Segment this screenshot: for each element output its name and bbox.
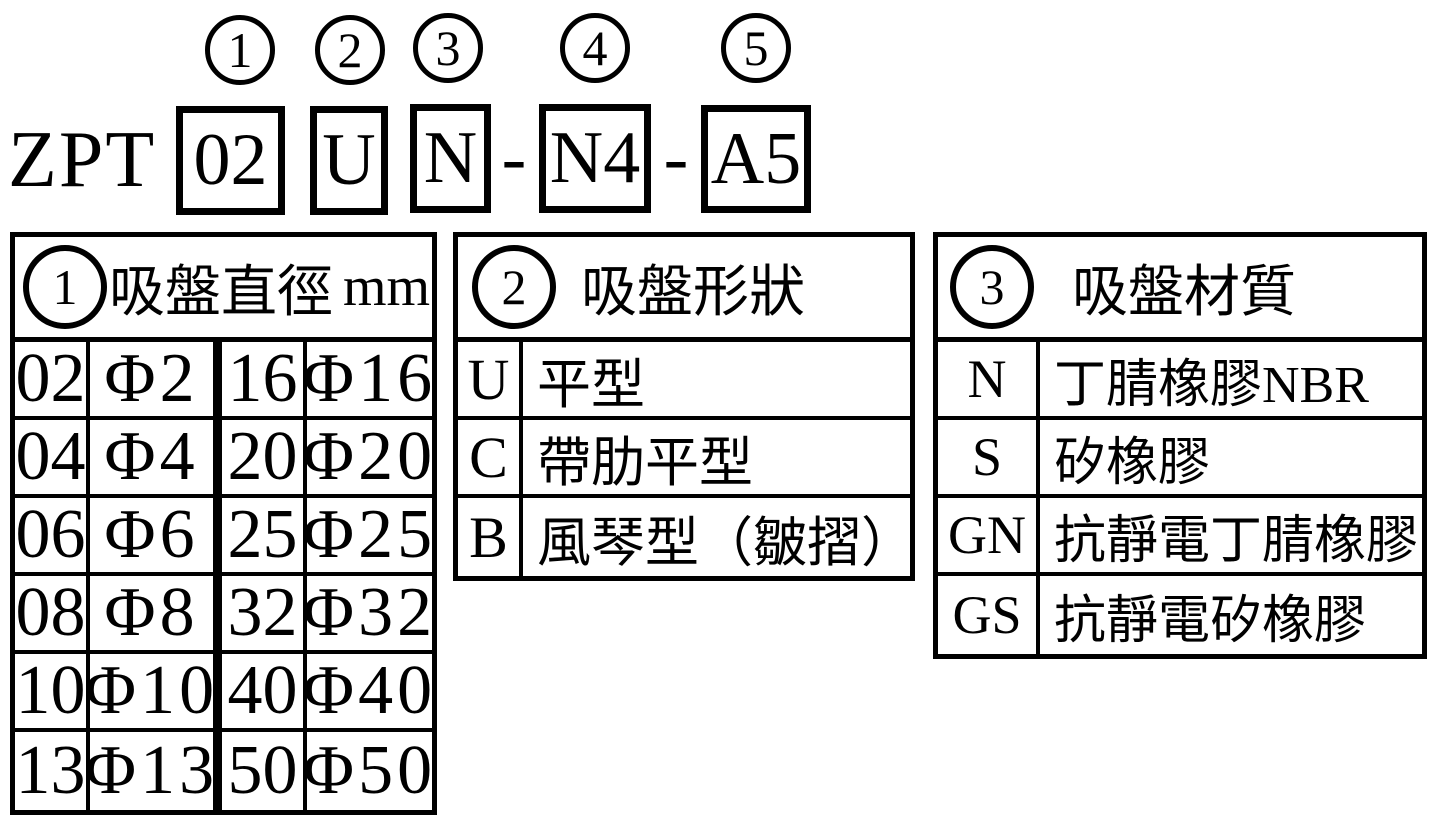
diameter-value-cell: Φ16 — [307, 342, 432, 420]
diameter-value-cell: Φ25 — [307, 498, 432, 576]
material-label-cell: 抗靜電丁腈橡膠 — [1040, 498, 1422, 576]
shape-table-title: 吸盤形狀 — [581, 261, 805, 324]
diameter-value-cell: Φ8 — [90, 576, 222, 654]
code-separator: - — [501, 116, 527, 199]
material-label-cell: 矽橡膠 — [1040, 420, 1422, 498]
diameter-code-cell: 40 — [222, 654, 307, 732]
diameter-value-cell: Φ4 — [90, 420, 222, 498]
material-table-body: N 丁腈橡膠NBR S 矽橡膠 GN 抗靜電丁腈橡膠 GS 抗靜電矽橡膠 — [938, 342, 1422, 654]
segment-4-number-badge: 4 — [560, 13, 630, 83]
segment-3-number-badge: 3 — [413, 13, 483, 83]
material-label-cell: 丁腈橡膠NBR — [1040, 342, 1422, 420]
diameter-value-cell: Φ13 — [90, 732, 222, 810]
diameter-code-cell: 50 — [222, 732, 307, 810]
diameter-code-cell: 10 — [15, 654, 90, 732]
shape-label-cell: 帶肋平型 — [523, 420, 910, 498]
diameter-value-cell: Φ32 — [307, 576, 432, 654]
diameter-value-cell: Φ2 — [90, 342, 222, 420]
shape-code-cell: C — [458, 420, 523, 498]
diameter-value-cell: Φ6 — [90, 498, 222, 576]
diameter-code-cell: 13 — [15, 732, 90, 810]
diameter-code-cell: 25 — [222, 498, 307, 576]
diameter-table-body: 02 Φ2 16 Φ16 04 Φ4 20 Φ20 06 Φ6 25 Φ25 0… — [15, 342, 432, 810]
diameter-table-title: 吸盤直徑 — [109, 261, 333, 324]
material-label-cell: 抗靜電矽橡膠 — [1054, 592, 1367, 650]
material-code-cell: N — [938, 342, 1040, 420]
segment-1-code-box: 02 — [176, 106, 285, 215]
diameter-number-badge: 1 — [23, 245, 107, 329]
material-table: 3 吸盤材質 N 丁腈橡膠NBR S 矽橡膠 GN 抗靜電丁腈橡膠 GS 抗靜電… — [933, 232, 1427, 659]
diameter-unit-label: mm — [343, 256, 431, 318]
diameter-value-cell: Φ20 — [307, 420, 432, 498]
material-code-cell: GS — [938, 576, 1040, 654]
model-prefix: ZPT — [8, 115, 157, 204]
diameter-code-cell: 32 — [222, 576, 307, 654]
diameter-value-cell: Φ50 — [307, 732, 432, 809]
shape-table-body: U 平型 C 帶肋平型 B 風琴型（皺摺） — [458, 342, 910, 576]
material-code-cell: GN — [938, 498, 1040, 576]
segment-5-code-box: A5 — [701, 105, 811, 213]
material-table-title: 吸盤材質 — [1072, 261, 1296, 324]
diameter-code-cell: 02 — [15, 342, 90, 420]
shape-label-cell: 風琴型（皺摺） — [537, 512, 910, 573]
diameter-code-cell: 20 — [222, 420, 307, 498]
diameter-code-cell: 16 — [222, 342, 307, 420]
segment-5-number-badge: 5 — [721, 13, 791, 83]
segment-2-number-badge: 2 — [315, 15, 385, 85]
diameter-table-header: 1 吸盤直徑 mm — [15, 237, 432, 342]
segment-2-code-box: U — [310, 106, 388, 215]
shape-table-header: 2 吸盤形狀 — [458, 237, 910, 342]
shape-label-cell: 平型 — [523, 342, 910, 420]
material-code-cell: S — [938, 420, 1040, 498]
diameter-code-cell: 06 — [15, 498, 90, 576]
segment-4-code-box: N4 — [539, 104, 651, 213]
segment-1-number-badge: 1 — [205, 15, 275, 85]
code-separator: - — [663, 116, 689, 199]
diameter-code-cell: 08 — [15, 576, 90, 654]
shape-code-cell: U — [458, 342, 523, 420]
material-number-badge: 3 — [950, 245, 1034, 329]
segment-3-code-box: N — [410, 104, 491, 213]
material-table-header: 3 吸盤材質 — [938, 237, 1422, 342]
diameter-table: 1 吸盤直徑 mm 02 Φ2 16 Φ16 04 Φ4 20 Φ20 06 Φ… — [10, 232, 437, 815]
shape-table: 2 吸盤形狀 U 平型 C 帶肋平型 B 風琴型（皺摺） — [453, 232, 915, 581]
diameter-code-cell: 04 — [15, 420, 90, 498]
shape-number-badge: 2 — [472, 245, 556, 329]
shape-code-cell: B — [458, 498, 523, 576]
diameter-value-cell: Φ10 — [90, 654, 222, 732]
diameter-value-cell: Φ40 — [307, 654, 432, 732]
